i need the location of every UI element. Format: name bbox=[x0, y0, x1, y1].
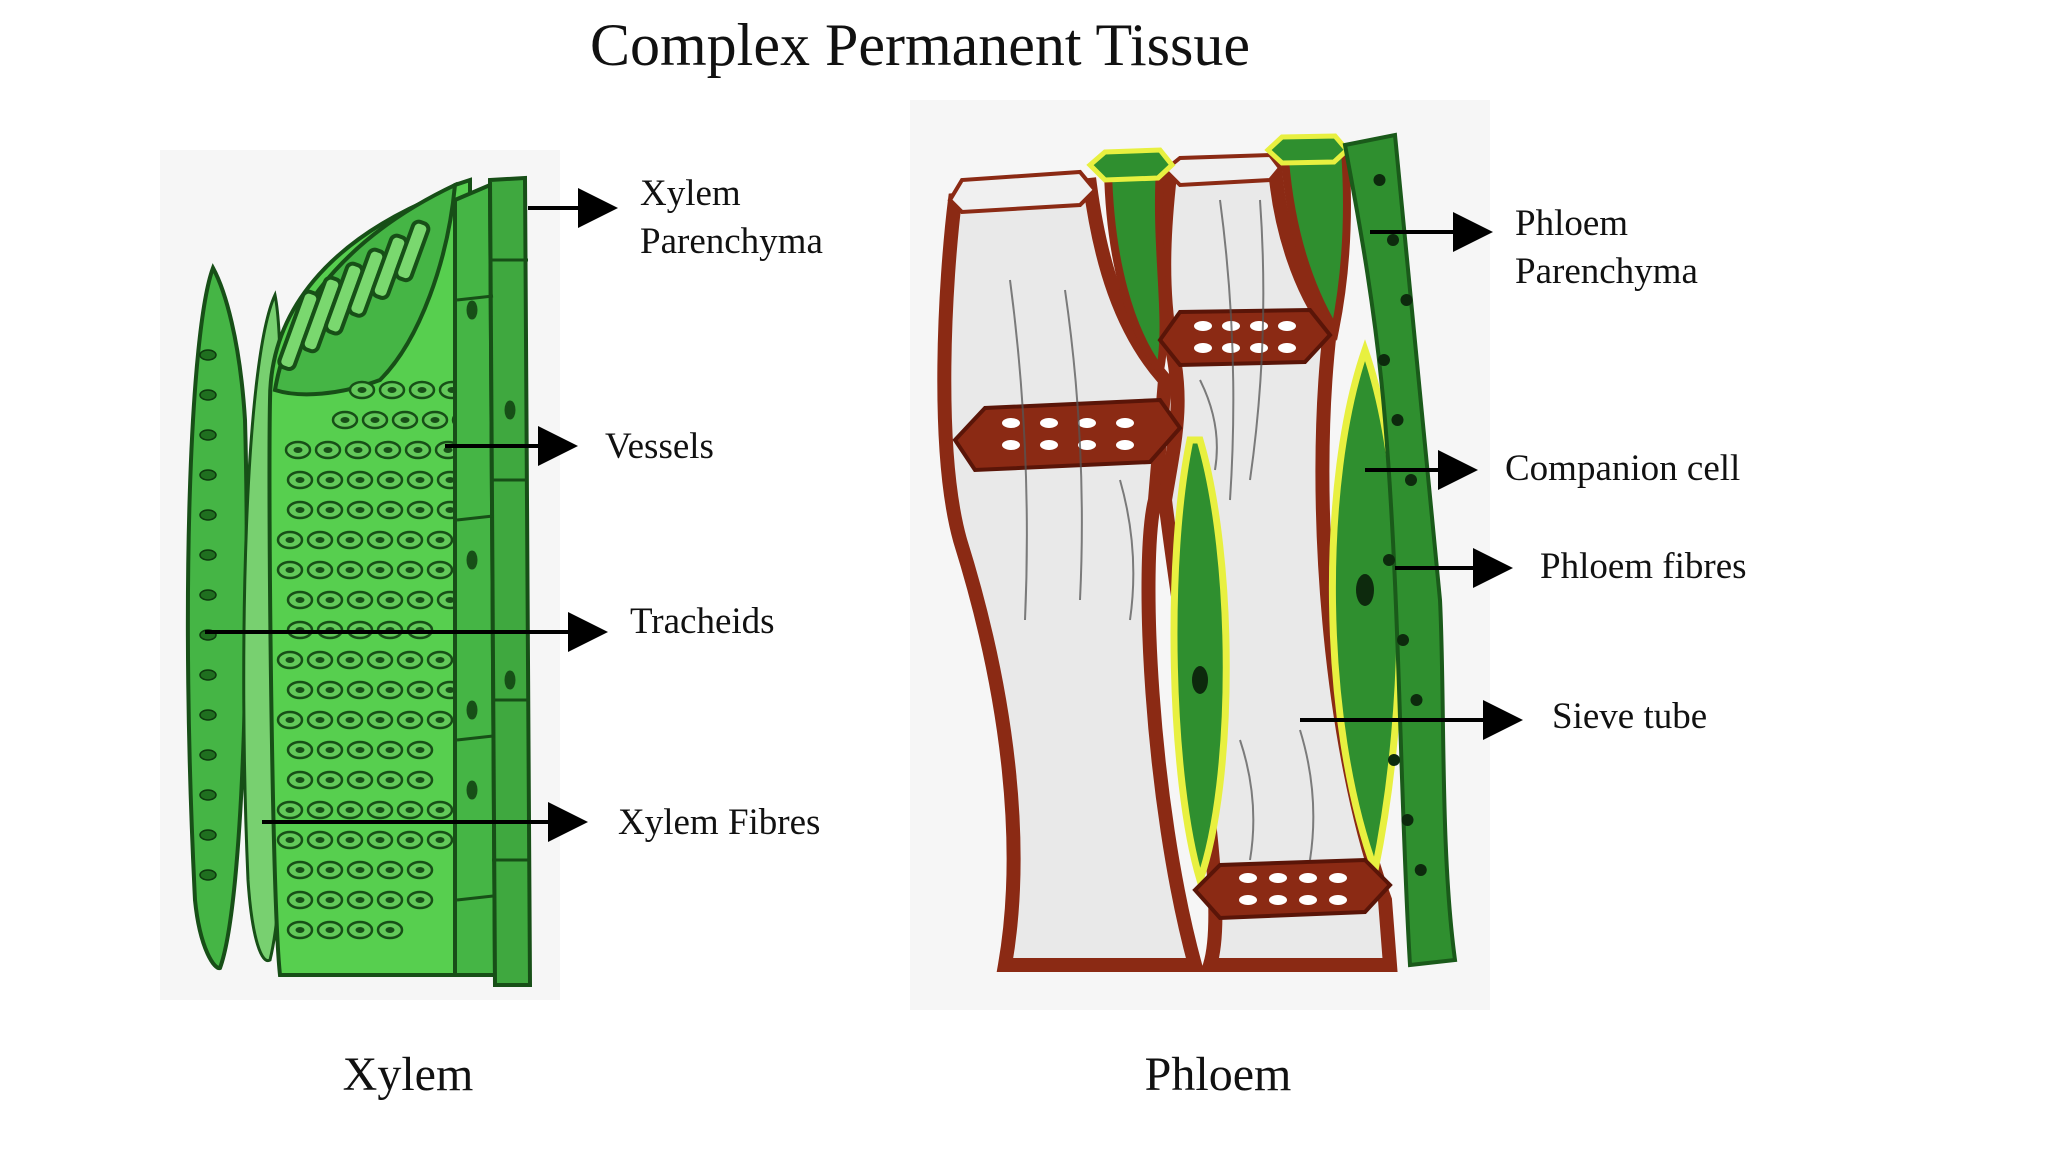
phloem-fibres-label: Phloem fibres bbox=[1540, 546, 1747, 587]
companion-cell-center bbox=[1170, 436, 1230, 892]
xylem-fibres-label: Xylem Fibres bbox=[618, 802, 820, 843]
sieve-tube-label: Sieve tube bbox=[1552, 696, 1707, 737]
phloem-parenchyma-label-line1: Phloem bbox=[1515, 203, 1628, 244]
companion-cell-label: Companion cell bbox=[1505, 448, 1740, 489]
xylem-illustration bbox=[160, 150, 560, 1000]
xylem-parenchyma-strip-2 bbox=[487, 175, 533, 987]
xylem-parenchyma-label-line2: Parenchyma bbox=[640, 221, 823, 262]
phloem-caption: Phloem bbox=[1145, 1048, 1292, 1101]
tracheids-label: Tracheids bbox=[630, 601, 775, 642]
phloem-illustration bbox=[910, 100, 1490, 1010]
sieve-plate-1 bbox=[952, 397, 1183, 473]
phloem-parenchyma-label-line2: Parenchyma bbox=[1515, 251, 1698, 292]
sieve-plate-3 bbox=[1192, 857, 1393, 921]
xylem-labels: Xylem Parenchyma Vessels Tracheids Xylem… bbox=[205, 173, 823, 843]
xylem-caption: Xylem bbox=[343, 1048, 474, 1101]
phloem-parenchyma-column bbox=[1342, 132, 1458, 968]
companion-cell-right-top bbox=[1280, 145, 1351, 341]
page-title: Complex Permanent Tissue bbox=[590, 12, 1250, 78]
vessels-label: Vessels bbox=[605, 426, 714, 467]
sieve-plate-2 bbox=[1157, 307, 1333, 368]
companion-cell-top bbox=[1103, 163, 1168, 380]
xylem-parenchyma-label-line1: Xylem bbox=[640, 173, 741, 214]
xylem-fibre-cell bbox=[185, 263, 249, 970]
phloem-labels: Phloem Parenchyma Companion cell Phloem … bbox=[1300, 203, 1747, 740]
